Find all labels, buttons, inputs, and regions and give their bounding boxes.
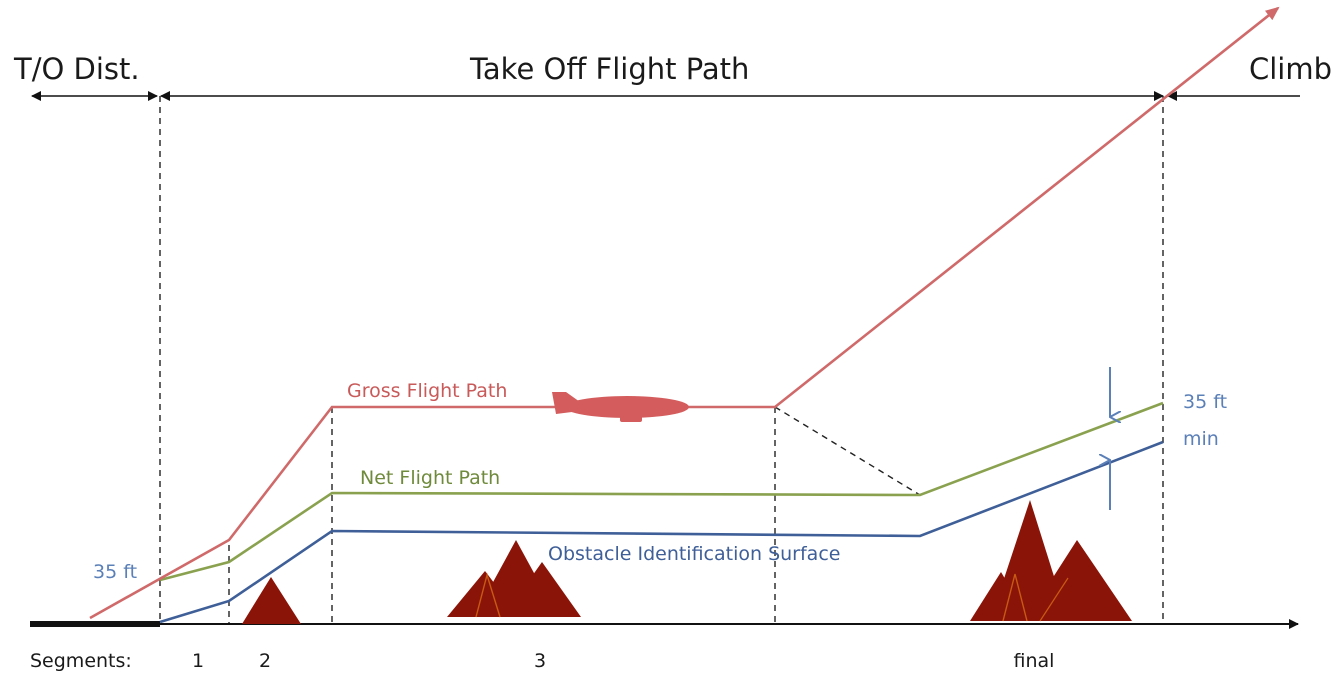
net-flight-path-label: Net Flight Path — [360, 467, 500, 489]
gross-flight-path-line — [89, 6, 1280, 620]
gross-flight-path-label: Gross Flight Path — [347, 380, 507, 402]
obstacle — [1025, 540, 1132, 621]
net-flight-path-line — [159, 401, 1164, 582]
segment-3-label: 3 — [534, 650, 546, 672]
takeoff-flight-path-label: Take Off Flight Path — [470, 52, 750, 86]
obstacle-group-segment-3 — [447, 540, 581, 618]
obstacle-identification-surface-line — [159, 440, 1164, 624]
obstacle-identification-surface-label: Obstacle Identification Surface — [548, 543, 840, 565]
segment-2-label: 2 — [259, 650, 271, 672]
obstacle-group-segment-2 — [242, 577, 301, 624]
aircraft-icon — [552, 392, 689, 422]
clearance-value-label: 35 ft — [1183, 391, 1227, 413]
segment-final-label: final — [1014, 650, 1055, 672]
obstacle-edge — [1002, 573, 1028, 622]
gross-to-net-transition — [774, 406, 921, 496]
obstacle — [242, 577, 301, 624]
to-dist-label: T/O Dist. — [14, 52, 140, 86]
climb-label: Climb — [1249, 52, 1333, 86]
segment-boundaries — [159, 96, 1164, 625]
screen-height-label: 35 ft — [93, 561, 137, 583]
obstacle — [503, 562, 581, 617]
obstacle-edge — [475, 572, 501, 618]
segment-1-label: 1 — [192, 650, 204, 672]
obstacle-edge — [1039, 577, 1069, 622]
obstacle-group-final — [970, 500, 1132, 622]
segments-label: Segments: — [30, 650, 132, 672]
clearance-qualifier-label: min — [1183, 428, 1219, 450]
